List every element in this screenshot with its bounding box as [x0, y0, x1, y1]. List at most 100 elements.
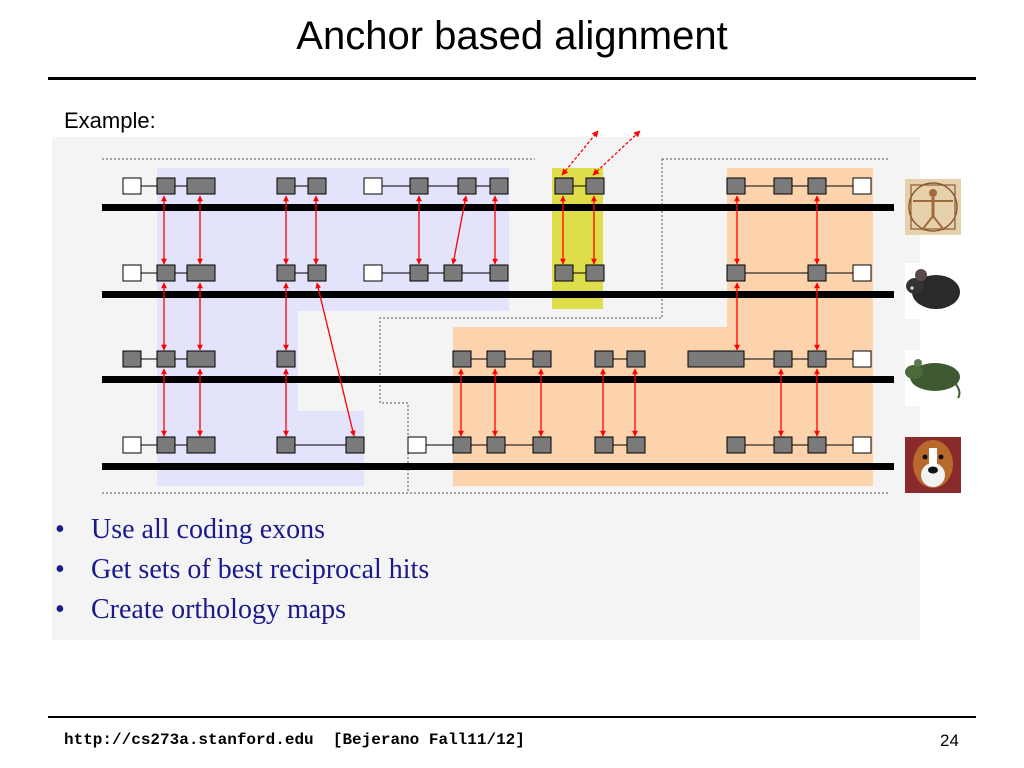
bullet-marker: • — [55, 514, 65, 545]
utr-box — [122, 436, 142, 454]
gene-model — [594, 436, 646, 454]
bullet-text: Get sets of best reciprocal hits — [91, 554, 430, 585]
utr-box — [852, 177, 872, 195]
exon-box — [532, 436, 552, 454]
genome-line-human — [102, 204, 894, 211]
alignment-arrow — [561, 130, 599, 176]
exon-box — [452, 436, 472, 454]
gene-model — [122, 436, 216, 454]
gene-model — [276, 436, 365, 454]
exon-box — [345, 436, 365, 454]
utr-box — [122, 177, 142, 195]
slide-title: Anchor based alignment — [296, 14, 728, 58]
gene-model — [726, 264, 872, 282]
exon-box — [307, 177, 327, 195]
exon-box — [773, 177, 793, 195]
gene-model — [363, 264, 509, 282]
bullet-marker: • — [55, 594, 65, 625]
exon-box — [585, 264, 605, 282]
utr-box — [852, 436, 872, 454]
bullet-item: • Use all coding exons — [55, 510, 429, 550]
exon-box — [807, 264, 827, 282]
bullet-list: •Use all coding exons •Get sets of best … — [55, 510, 429, 630]
exon-box — [486, 436, 506, 454]
exon-box — [452, 350, 472, 368]
exon-box — [532, 350, 552, 368]
exon-box — [457, 177, 477, 195]
gene-model — [726, 436, 872, 454]
bullet-text: Create orthology maps — [91, 594, 347, 625]
gene-model — [554, 177, 605, 195]
gene-model — [594, 350, 646, 368]
exon-box — [687, 350, 745, 368]
gene-model — [726, 177, 872, 195]
exon-box — [726, 177, 746, 195]
gene-model — [122, 177, 216, 195]
exon-box — [276, 177, 296, 195]
exon-box — [276, 436, 296, 454]
exon-box — [554, 177, 574, 195]
exon-box — [276, 264, 296, 282]
exon-box — [807, 177, 827, 195]
rat-icon — [905, 350, 961, 406]
exon-box — [594, 350, 614, 368]
exon-box — [186, 264, 216, 282]
page-number: 24 — [940, 731, 959, 750]
utr-box — [122, 264, 142, 282]
genome-line-rat — [102, 376, 894, 383]
exon-box — [807, 436, 827, 454]
footer-url: http://cs273a.stanford.edu — [64, 731, 314, 749]
gene-model — [407, 436, 552, 454]
vitruvian-man-icon — [905, 179, 961, 235]
exon-box — [276, 350, 296, 368]
exon-box — [156, 177, 176, 195]
exon-box — [626, 436, 646, 454]
genome-line-dog — [102, 463, 894, 470]
footer-source: [Bejerano Fall11/12] — [332, 731, 525, 749]
genome-lines — [102, 204, 894, 470]
exon-box — [594, 436, 614, 454]
example-label: Example: — [64, 108, 156, 133]
exon-box — [486, 350, 506, 368]
footer-divider — [48, 716, 976, 718]
exon-box — [807, 350, 827, 368]
dog-icon — [905, 437, 961, 493]
exon-box — [585, 177, 605, 195]
utr-box — [852, 350, 872, 368]
exon-box — [626, 350, 646, 368]
utr-box — [363, 264, 383, 282]
bullet-text: Use all coding exons — [91, 514, 326, 545]
utr-box — [852, 264, 872, 282]
gene-model — [554, 264, 605, 282]
gene-model — [687, 350, 872, 368]
alignment-arrow — [592, 130, 641, 176]
gene-model — [276, 350, 296, 368]
exon-box — [307, 264, 327, 282]
gene-model — [452, 350, 552, 368]
bullet-item: •Get sets of best reciprocal hits — [55, 550, 429, 590]
genome-line-mouse — [102, 291, 894, 298]
exon-box — [443, 264, 463, 282]
exon-box — [186, 436, 216, 454]
exon-box — [186, 350, 216, 368]
exon-box — [726, 436, 746, 454]
gene-model — [276, 264, 327, 282]
exon-box — [489, 177, 509, 195]
footer-citation: http://cs273a.stanford.edu [Bejerano Fal… — [64, 731, 525, 749]
exon-box — [156, 436, 176, 454]
mouse-icon — [905, 263, 961, 319]
orange-region — [453, 168, 873, 486]
exon-box — [489, 264, 509, 282]
blue-cutout — [298, 311, 364, 411]
utr-box — [407, 436, 427, 454]
alignment-arrow — [315, 282, 356, 437]
gene-model — [276, 177, 327, 195]
gene-model — [122, 350, 216, 368]
exon-box — [186, 177, 216, 195]
exon-box — [554, 264, 574, 282]
exon-box — [409, 177, 429, 195]
exon-box — [409, 264, 429, 282]
exon-box — [773, 436, 793, 454]
bullet-item: • Create orthology maps — [55, 590, 429, 630]
